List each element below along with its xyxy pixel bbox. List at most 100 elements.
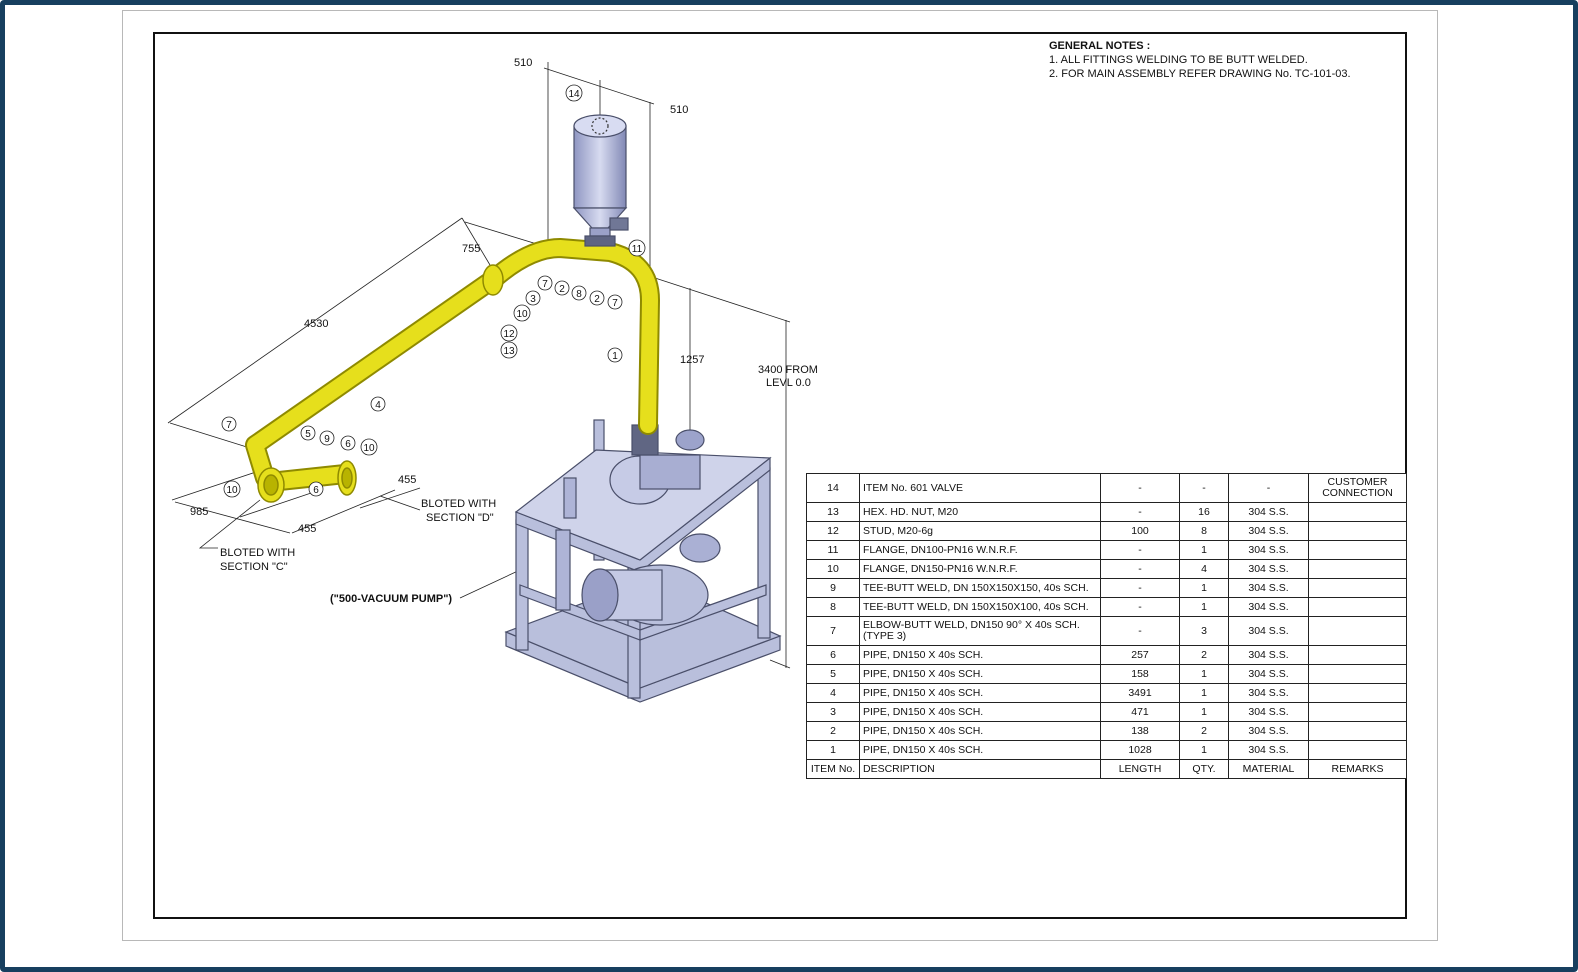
balloon: 10 [223,480,241,498]
dim-455-right: 455 [398,474,416,486]
svg-text:9: 9 [324,434,330,445]
pipe-run [245,238,660,492]
bom-cell-remarks [1308,702,1407,722]
balloon: 6 [308,481,324,497]
section-c-line1: BLOTED WITH [220,547,295,559]
bom-cell-remarks [1308,664,1407,684]
level-label-line2: LEVL 0.0 [766,377,811,389]
bom-cell-qty: 1 [1179,664,1229,684]
svg-text:11: 11 [632,244,643,255]
bom-cell-description: TEE-BUTT WELD, DN 150X150X150, 40s SCH. [859,578,1101,598]
bom-cell-item: 13 [806,502,860,522]
bom-cell-qty: 16 [1179,502,1229,522]
dim-4530: 4530 [304,318,328,330]
bom-cell-item: 5 [806,664,860,684]
balloon: 7 [607,294,623,310]
balloon: 2 [554,280,570,296]
bom-cell-length: 100 [1100,521,1180,541]
bom-cell-description: ITEM No. 601 VALVE [859,473,1101,503]
balloon: 10 [360,438,378,456]
balloon: 11 [628,239,646,257]
bom-cell-material: MATERIAL [1228,759,1309,779]
bom-cell-item: 10 [806,559,860,579]
dimension-lines [167,62,791,669]
general-notes: GENERAL NOTES : 1. ALL FITTINGS WELDING … [1049,39,1351,81]
svg-text:10: 10 [226,485,238,496]
notes-heading: GENERAL NOTES : [1049,40,1151,52]
bom-cell-qty: 4 [1179,559,1229,579]
bom-cell-material: 304 S.S. [1228,559,1309,579]
bom-cell-material: 304 S.S. [1228,721,1309,741]
bom-cell-length: 257 [1100,645,1180,665]
balloon: 13 [500,341,518,359]
bom-cell-material: 304 S.S. [1228,502,1309,522]
svg-text:6: 6 [345,439,351,450]
bom-cell-length: LENGTH [1100,759,1180,779]
bom-cell-description: FLANGE, DN150-PN16 W.N.R.F. [859,559,1101,579]
bom-cell-material: 304 S.S. [1228,702,1309,722]
bom-cell-length: - [1100,559,1180,579]
bom-cell-remarks [1308,645,1407,665]
bom-cell-material: - [1228,473,1309,503]
dim-985: 985 [190,506,208,518]
bom-cell-item: 1 [806,740,860,760]
dim-455-bottom: 455 [298,523,316,535]
dimension-texts: 510 510 755 4530 1257 985 455 455 3400 F… [190,57,818,605]
bom-cell-remarks: REMARKS [1308,759,1407,779]
bom-cell-remarks [1308,740,1407,760]
bom-cell-qty: 2 [1179,645,1229,665]
bom-cell-material: 304 S.S. [1228,597,1309,617]
bom-cell-qty: 1 [1179,683,1229,703]
bom-cell-description: ELBOW-BUTT WELD, DN150 90° X 40s SCH. (T… [859,616,1101,646]
balloon: 14 [565,84,583,102]
balloon: 10 [513,304,531,322]
svg-text:12: 12 [503,329,515,340]
balloon: 8 [571,285,587,301]
bom-cell-item: 7 [806,616,860,646]
bom-cell-description: FLANGE, DN100-PN16 W.N.R.F. [859,540,1101,560]
bom-cell-item: 12 [806,521,860,541]
svg-text:2: 2 [594,294,600,305]
bom-cell-description: PIPE, DN150 X 40s SCH. [859,721,1101,741]
bom-cell-qty: 1 [1179,702,1229,722]
bom-cell-remarks: CUSTOMER CONNECTION [1308,473,1407,503]
dim-510-right: 510 [670,104,688,116]
bom-cell-description: PIPE, DN150 X 40s SCH. [859,645,1101,665]
balloon: 5 [300,425,316,441]
svg-text:3: 3 [530,294,536,305]
item-balloons: 14 11 7 2 8 2 7 3 10 12 13 1 4 7 5 9 6 1… [221,84,646,498]
bom-cell-description: PIPE, DN150 X 40s SCH. [859,664,1101,684]
bom-cell-length: 158 [1100,664,1180,684]
bom-cell-remarks [1308,597,1407,617]
bom-cell-description: DESCRIPTION [859,759,1101,779]
bom-cell-material: 304 S.S. [1228,578,1309,598]
valve-tank [572,114,629,247]
balloon: 7 [537,275,553,291]
bom-cell-item: 9 [806,578,860,598]
bom-cell-item: 6 [806,645,860,665]
balloon: 6 [340,435,356,451]
svg-text:1: 1 [612,351,618,362]
bom-cell-material: 304 S.S. [1228,616,1309,646]
bom-cell-remarks [1308,721,1407,741]
pump-skid [504,419,782,703]
bom-cell-material: 304 S.S. [1228,664,1309,684]
bom-cell-material: 304 S.S. [1228,540,1309,560]
section-d-line1: BLOTED WITH [421,498,496,510]
svg-text:8: 8 [576,289,582,300]
bom-cell-material: 304 S.S. [1228,683,1309,703]
bom-cell-qty: 2 [1179,721,1229,741]
bom-cell-description: PIPE, DN150 X 40s SCH. [859,702,1101,722]
bom-cell-length: 1028 [1100,740,1180,760]
bom-cell-length: - [1100,540,1180,560]
